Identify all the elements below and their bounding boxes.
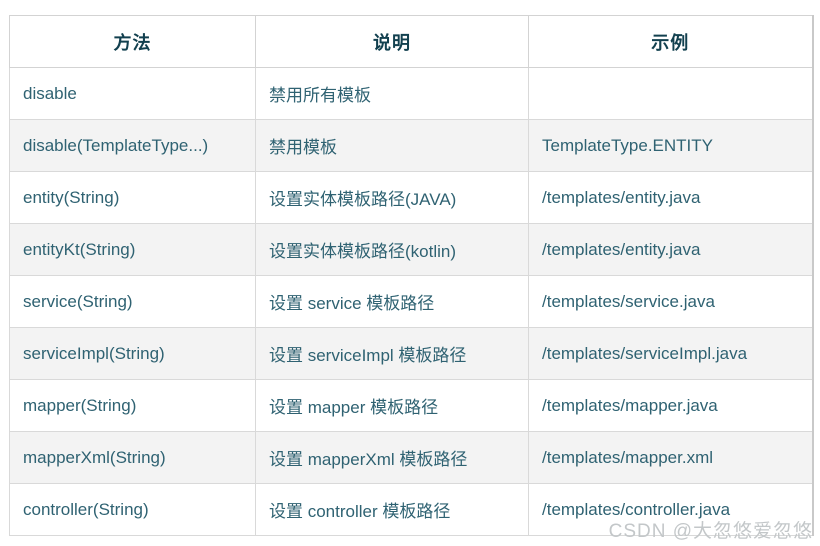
table-row: disable 禁用所有模板 bbox=[9, 67, 813, 120]
table-row: controller(String) 设置 controller 模板路径 /t… bbox=[9, 483, 813, 536]
cell-description: 禁用所有模板 bbox=[255, 67, 529, 120]
cell-method: entity(String) bbox=[9, 171, 256, 224]
cell-method: controller(String) bbox=[9, 483, 256, 536]
cell-example: TemplateType.ENTITY bbox=[528, 119, 813, 172]
table-row: mapperXml(String) 设置 mapperXml 模板路径 /tem… bbox=[9, 431, 813, 484]
column-header-method: 方法 bbox=[9, 15, 256, 68]
cell-example: /templates/controller.java bbox=[528, 483, 813, 536]
column-header-example: 示例 bbox=[528, 15, 813, 68]
methods-table-container: 方法 说明 示例 disable 禁用所有模板 disable(Template… bbox=[9, 15, 814, 536]
cell-example: /templates/service.java bbox=[528, 275, 813, 328]
cell-example: /templates/mapper.java bbox=[528, 379, 813, 432]
cell-description: 设置 mapper 模板路径 bbox=[255, 379, 529, 432]
cell-description: 设置实体模板路径(JAVA) bbox=[255, 171, 529, 224]
cell-method: service(String) bbox=[9, 275, 256, 328]
cell-example: /templates/mapper.xml bbox=[528, 431, 813, 484]
table-row: disable(TemplateType...) 禁用模板 TemplateTy… bbox=[9, 119, 813, 172]
cell-description: 禁用模板 bbox=[255, 119, 529, 172]
table-row: service(String) 设置 service 模板路径 /templat… bbox=[9, 275, 813, 328]
cell-method: mapper(String) bbox=[9, 379, 256, 432]
table-row: serviceImpl(String) 设置 serviceImpl 模板路径 … bbox=[9, 327, 813, 380]
cell-method: entityKt(String) bbox=[9, 223, 256, 276]
column-header-description: 说明 bbox=[255, 15, 529, 68]
table-row: entity(String) 设置实体模板路径(JAVA) /templates… bbox=[9, 171, 813, 224]
cell-method: disable(TemplateType...) bbox=[9, 119, 256, 172]
table-header: 方法 说明 示例 bbox=[9, 15, 813, 68]
cell-description: 设置 mapperXml 模板路径 bbox=[255, 431, 529, 484]
cell-method: mapperXml(String) bbox=[9, 431, 256, 484]
cell-example: /templates/serviceImpl.java bbox=[528, 327, 813, 380]
cell-description: 设置 serviceImpl 模板路径 bbox=[255, 327, 529, 380]
cell-example bbox=[528, 67, 813, 120]
table-row: mapper(String) 设置 mapper 模板路径 /templates… bbox=[9, 379, 813, 432]
methods-table: 方法 说明 示例 disable 禁用所有模板 disable(Template… bbox=[9, 15, 814, 536]
cell-method: disable bbox=[9, 67, 256, 120]
cell-example: /templates/entity.java bbox=[528, 223, 813, 276]
table-body: disable 禁用所有模板 disable(TemplateType...) … bbox=[9, 67, 813, 536]
cell-description: 设置实体模板路径(kotlin) bbox=[255, 223, 529, 276]
cell-description: 设置 controller 模板路径 bbox=[255, 483, 529, 536]
header-row: 方法 说明 示例 bbox=[9, 15, 813, 68]
cell-description: 设置 service 模板路径 bbox=[255, 275, 529, 328]
cell-method: serviceImpl(String) bbox=[9, 327, 256, 380]
table-row: entityKt(String) 设置实体模板路径(kotlin) /templ… bbox=[9, 223, 813, 276]
cell-example: /templates/entity.java bbox=[528, 171, 813, 224]
